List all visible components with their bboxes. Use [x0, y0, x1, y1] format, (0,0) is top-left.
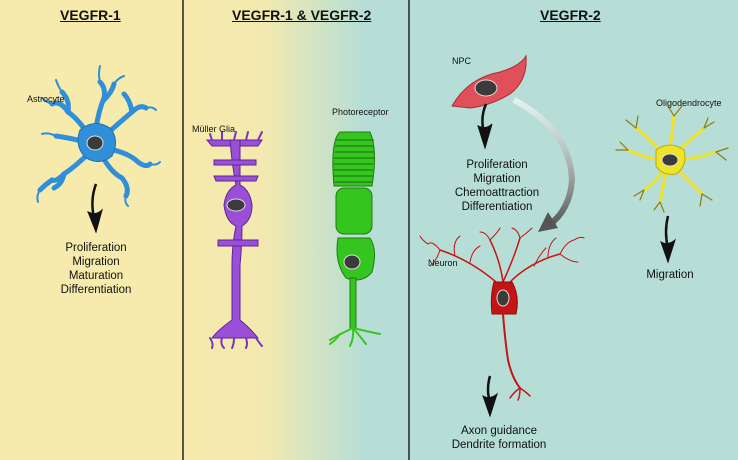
neuron-cell	[419, 227, 585, 401]
effect-item: Proliferation	[466, 159, 528, 171]
header-vegfr1: VEGFR-1	[60, 7, 121, 23]
label-neuron: Neuron	[428, 258, 458, 268]
effect-item: Migration	[473, 173, 521, 185]
effect-item: Differentiation	[461, 201, 533, 213]
down-arrows	[87, 103, 677, 418]
effect-item: Differentiation	[60, 284, 132, 296]
panel-vegfr2	[409, 0, 738, 460]
curved-arrow	[512, 97, 576, 232]
effect-item: Migration	[646, 269, 694, 281]
photoreceptor-cell	[329, 131, 381, 347]
effect-item: Maturation	[68, 270, 124, 282]
effects-npc: Proliferation Migration Chemoattraction …	[434, 158, 560, 214]
npc-cell	[451, 54, 527, 109]
effects-oligodendrocyte: Migration	[630, 268, 710, 282]
effect-item: Chemoattraction	[454, 187, 540, 199]
effect-item: Axon guidance	[460, 425, 538, 437]
header-vegfr1-vegfr2: VEGFR-1 & VEGFR-2	[232, 7, 372, 23]
effect-item: Dendrite formation	[451, 439, 547, 451]
panel-vegfr1	[0, 0, 183, 460]
panel-vegfr1-vegfr2	[183, 0, 409, 460]
effects-astrocyte: Proliferation Migration Maturation Diffe…	[41, 241, 151, 297]
label-photoreceptor: Photoreceptor	[332, 107, 389, 117]
label-muller-glia: Müller Glia	[192, 124, 236, 134]
label-oligodendrocyte: Oligodendrocyte	[656, 98, 722, 108]
label-astrocyte: Astrocyte	[27, 94, 65, 104]
effects-neuron: Axon guidance Dendrite formation	[436, 424, 562, 452]
label-npc: NPC	[452, 56, 472, 66]
effect-item: Migration	[72, 256, 120, 268]
astrocyte-cell	[36, 65, 161, 207]
effect-item: Proliferation	[65, 242, 127, 254]
header-vegfr2: VEGFR-2	[540, 7, 601, 23]
oligodendrocyte-cell	[615, 105, 729, 213]
muller-glia-cell	[205, 131, 263, 349]
